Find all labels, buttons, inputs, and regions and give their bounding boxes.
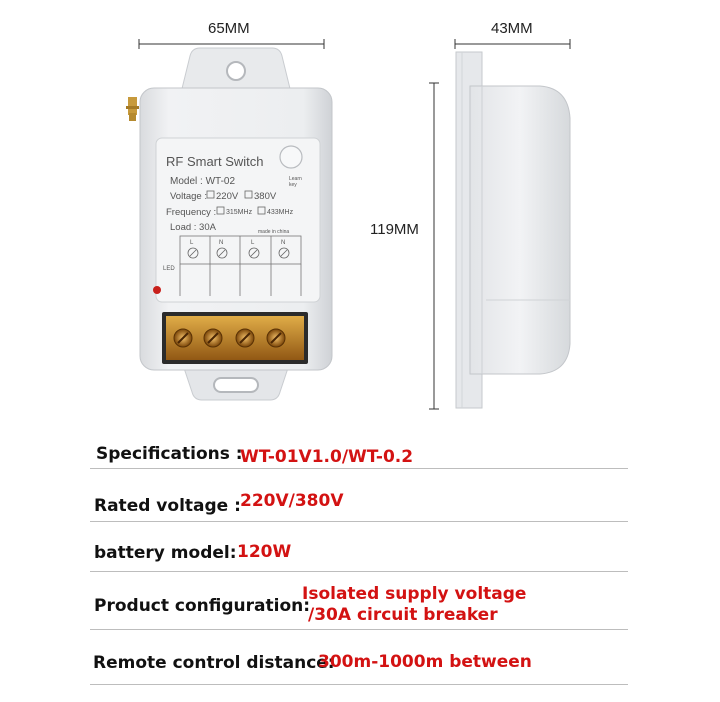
freq-checkbox-433 [257, 206, 266, 215]
freq-option-433: 433MHz [267, 209, 294, 216]
device-model: Model : WT-02 [170, 176, 235, 187]
voltage-checkbox-380 [244, 190, 253, 199]
terminal-screw-symbols [187, 247, 290, 259]
freq-option-315: 315MHz [226, 209, 253, 216]
label-panel [155, 137, 321, 303]
top-mounting-hole [226, 61, 246, 81]
spec-divider [90, 468, 628, 469]
learn-key-button[interactable] [279, 145, 303, 169]
terminal-label-4: N [281, 240, 285, 246]
device-title: RF Smart Switch [166, 154, 264, 169]
spec-value: 300m-1000m between [318, 652, 532, 672]
voltage-checkbox-220 [206, 190, 215, 199]
bottom-mounting-slot [213, 377, 259, 393]
terminal-label-3: L [251, 240, 255, 246]
device-front-view: RF Smart Switch Model : WT-02 Voltage : … [126, 47, 333, 401]
spec-value: 120W [237, 542, 292, 562]
height-dimension-line [429, 82, 439, 410]
spec-divider [90, 571, 628, 572]
terminal-label-2: N [219, 240, 223, 246]
voltage-option-380: 380V [254, 191, 277, 202]
freq-checkbox-315 [216, 206, 225, 215]
spec-label: battery model: [94, 543, 237, 563]
spec-divider [90, 629, 628, 630]
spec-value: 220V/380V [240, 491, 344, 511]
depth-label: 43MM [491, 20, 533, 37]
device-load: Load : 30A [170, 222, 217, 233]
dimension-lines [138, 39, 571, 410]
led-label: LED [163, 266, 175, 272]
led-indicator [153, 286, 161, 294]
device-voltage-label: Voltage : [170, 191, 207, 202]
learn-key-label-line1: Learn [289, 176, 302, 182]
spec-label: Rated voltage : [94, 496, 241, 516]
device-frequency-label: Frequency : [166, 207, 216, 218]
spec-row-product-configuration: Product configuration: Isolated supply v… [90, 583, 628, 633]
width-dimension-line [138, 39, 325, 49]
spec-row-battery-model: battery model: 120W [90, 540, 628, 572]
device-side-view [455, 51, 571, 409]
terminal-screws [173, 328, 286, 348]
spec-value-line2: /30A circuit breaker [308, 605, 498, 625]
spec-row-specifications: Specifications : WT-01V1.0/WT-0.2 [90, 438, 628, 470]
spec-value: WT-01V1.0/WT-0.2 [240, 447, 414, 467]
depth-dimension-line [454, 39, 571, 49]
spec-label: Specifications : [96, 444, 243, 464]
terminal-diagram [179, 235, 302, 296]
height-label: 119MM [370, 221, 419, 238]
made-in-china: made in china [258, 229, 289, 235]
spec-divider [90, 521, 628, 522]
width-label: 65MM [208, 20, 250, 37]
voltage-option-220: 220V [216, 191, 239, 202]
spec-row-remote-distance: Remote control distance: 300m-1000m betw… [90, 648, 628, 688]
antenna [126, 97, 139, 121]
spec-divider [90, 684, 628, 685]
spec-label: Product configuration: [94, 596, 311, 616]
terminal-label-1: L [190, 240, 194, 246]
learn-key-label-line2: key [289, 182, 297, 188]
spec-value-line1: Isolated supply voltage [302, 584, 527, 604]
spec-label: Remote control distance: [93, 653, 335, 673]
spec-row-rated-voltage: Rated voltage : 220V/380V [90, 489, 628, 522]
